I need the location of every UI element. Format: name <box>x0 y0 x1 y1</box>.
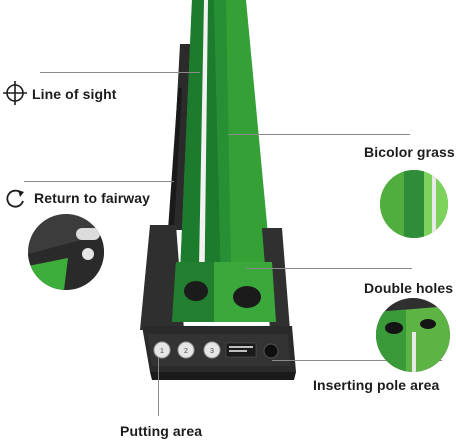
inset-bicolor-grass-image <box>380 170 448 238</box>
leader-line-double-holes <box>246 268 412 269</box>
center-white-line <box>198 0 208 320</box>
leader-line-pole-area <box>272 360 442 361</box>
button-3-label: 3 <box>210 348 214 355</box>
label-line-of-sight: Line of sight <box>32 86 117 102</box>
tray-lip <box>150 372 296 380</box>
mat-dark-green <box>178 0 222 320</box>
button-2-label: 2 <box>184 348 188 355</box>
return-arrow-icon <box>6 189 24 208</box>
pole-insert-hole <box>263 343 279 359</box>
inset-return-image <box>28 214 104 290</box>
tray-rail-shadow <box>168 88 182 230</box>
inset-double-holes-image <box>376 298 450 372</box>
label-inserting-pole-area: Inserting pole area <box>313 377 440 393</box>
brand-plate-mark <box>229 350 247 352</box>
tray-left-wall <box>140 225 184 330</box>
inset-return-to-fairway <box>28 214 104 290</box>
hole-right <box>233 286 261 308</box>
button-2 <box>177 341 195 359</box>
label-return-to-fairway: Return to fairway <box>34 190 151 206</box>
mat-mid-green <box>214 0 232 320</box>
leader-line-return <box>24 181 174 182</box>
label-putting-area: Putting area <box>120 423 203 439</box>
label-double-holes: Double holes <box>364 280 454 296</box>
inset-double-holes <box>376 298 450 372</box>
leader-line-bicolor-grass <box>228 134 410 135</box>
brand-plate-mark <box>229 346 253 348</box>
button-1 <box>153 341 171 359</box>
button-1-label: 1 <box>160 348 164 355</box>
leader-line-putting-area-v <box>158 358 159 416</box>
leader-line-line-of-sight <box>40 72 200 73</box>
label-bicolor-grass: Bicolor grass <box>364 144 455 160</box>
button-3 <box>203 341 221 359</box>
hole-left <box>184 281 208 301</box>
inset-bicolor-grass <box>380 170 448 238</box>
crosshair-icon <box>3 81 27 105</box>
